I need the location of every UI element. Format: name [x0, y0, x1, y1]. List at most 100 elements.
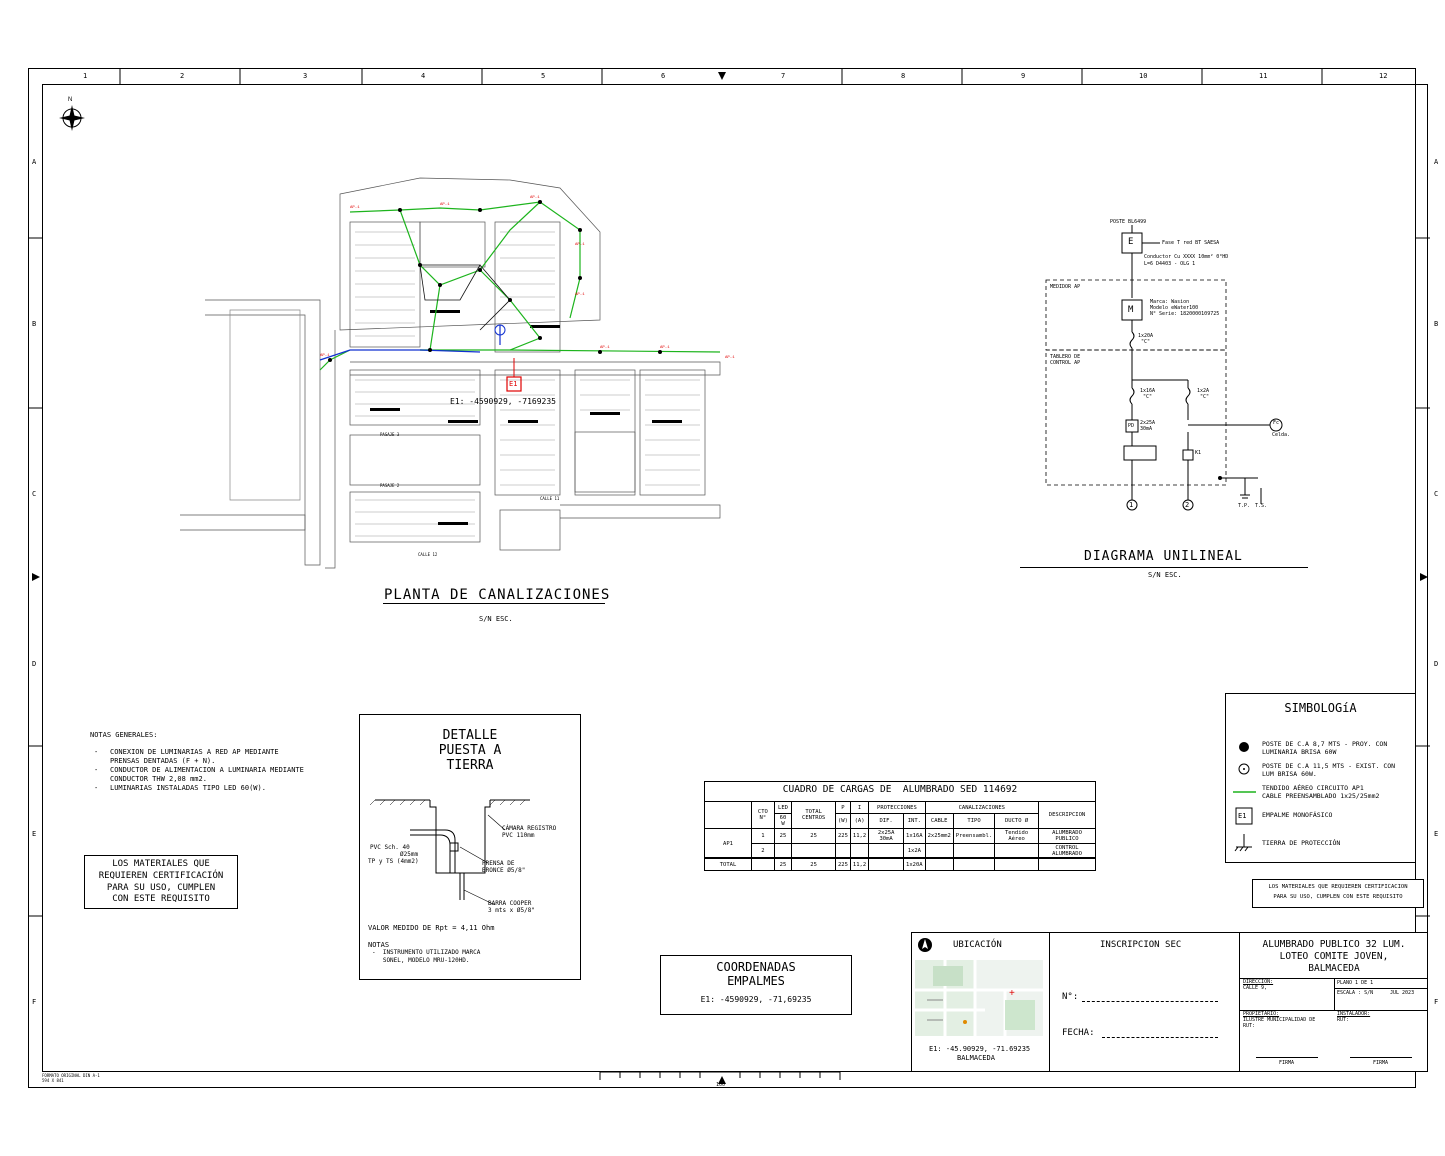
note-line: CONDUCTOR DE ALIMENTACION A LUMINARIA ME…	[110, 766, 304, 774]
row-label: C	[1434, 490, 1439, 498]
load-table-grid: CTO N° LED TOTAL CENTROS P I PROTECCIONE…	[704, 801, 1097, 871]
cell	[868, 858, 905, 871]
legend-text: POSTE DE C.A 8,7 MTS - PROY. CON	[1262, 740, 1388, 748]
svg-text:N: N	[68, 97, 72, 103]
cell: TOTAL	[704, 858, 752, 871]
unifilar-title: DIAGRAMA UNILINEAL	[1084, 549, 1243, 564]
tp-label: T.P.	[1238, 503, 1251, 509]
cell: CONTROL ALUMBRADO	[1037, 843, 1097, 859]
cell: 225	[834, 828, 851, 844]
legend-text: LUMINARIA BRISA 60W	[1262, 748, 1337, 756]
sec-fecha-field[interactable]	[1102, 1037, 1218, 1038]
detail-note: - INSTRUMENTO UTILIZADO MARCA	[372, 949, 481, 956]
materials-line: LOS MATERIALES QUE	[112, 859, 210, 869]
legend-text: TENDIDO AÉREO CIRCUITO AP1	[1262, 784, 1364, 792]
cell: 1x20A	[903, 858, 926, 871]
coordinates-box: COORDENADAS EMPALMES E1: -4590929, -71,6…	[660, 955, 852, 1015]
fase-label: Fase T red BT SAESA	[1162, 240, 1220, 246]
cell: 1	[751, 828, 775, 844]
direccion-value: CALLE 9,	[1243, 985, 1268, 991]
cell	[849, 843, 870, 859]
cell: PROTECCIONES	[868, 801, 926, 814]
format-size-label: 594 X 841	[42, 1078, 64, 1083]
cell	[868, 843, 905, 859]
cell	[1037, 858, 1097, 871]
cell	[751, 858, 775, 871]
svg-text:AP-1: AP-1	[725, 356, 735, 360]
e1-box-icon	[1235, 807, 1253, 825]
sec-n-label: N°:	[1062, 992, 1079, 1002]
legend-text: POSTE DE C.A 11,5 MTS - EXIST. CON	[1262, 762, 1396, 770]
fotocelda-label: Celda.	[1272, 432, 1291, 438]
col-label: 5	[541, 72, 546, 80]
prensa-label: PRENSA DE	[482, 860, 515, 867]
col-label: 4	[421, 72, 426, 80]
note-line: PRENSAS DENTADAS (F + N).	[110, 757, 216, 765]
pvc-label: Ø25mm	[400, 851, 419, 858]
note-line: LUMINARIAS INSTALADAS TIPO LED 60(W).	[110, 784, 266, 792]
col-label: 12	[1379, 72, 1388, 80]
svg-text:AP-1: AP-1	[660, 346, 670, 350]
legend-text: CABLE PREENSAMBLADO 1x25/25mm2	[1262, 792, 1380, 800]
materials-small-line: PARA SU USO, CUMPLEN CON ESTE REQUISITO	[1273, 894, 1403, 900]
pvc-label: PVC Sch. 40	[370, 844, 410, 851]
location-coords: E1: -45.90929, -71.69235	[929, 1045, 1031, 1053]
project-title: BALMACEDA	[1308, 963, 1360, 974]
cell: 11,2	[849, 828, 870, 844]
location-panel: UBICACIÓN + E1: -45.90929, -71.69235 BAL…	[911, 932, 1050, 1072]
unifilar-scale: S/N ESC.	[1148, 571, 1182, 579]
e-box-label: E	[1128, 237, 1134, 247]
unifilar-title-underline	[1020, 567, 1308, 568]
svg-text:+: +	[1009, 988, 1015, 999]
m-box-label: M	[1128, 305, 1134, 315]
medidor-info: N° Serie: 1820000109725	[1150, 311, 1220, 317]
legend-text: TIERRA DE PROTECCIÓN	[1262, 839, 1341, 847]
camara-label: PVC 110mm	[502, 832, 535, 839]
street-label: CALLE 12	[418, 552, 438, 557]
legend-symbols	[1233, 742, 1256, 852]
plan-scale: S/N ESC.	[479, 615, 513, 623]
ts-label: T.S.	[1255, 503, 1268, 509]
camara-label: CÁMARA REGISTRO	[502, 825, 557, 832]
row-label: D	[1434, 660, 1439, 668]
signature-line[interactable]	[1350, 1057, 1412, 1058]
conductor-label: Conductor Cu XXXX 10mm² 0°HD	[1144, 254, 1229, 260]
barra-label: 3 mts x Ø5/8"	[488, 907, 535, 914]
north-arrow-icon: N	[59, 97, 85, 131]
table-row: AP1 1 25 25 225 11,2 2x25A 30mA 1x16A 2x…	[704, 828, 1097, 859]
row-label: E	[1434, 830, 1439, 838]
notes-title: NOTAS GENERALES:	[90, 731, 158, 739]
row-label: A	[32, 158, 37, 166]
plan-title: PLANTA DE CANALIZACIONES	[384, 587, 611, 603]
circuit-2-label: 2	[1185, 501, 1190, 509]
pd-rating-label: 30mA	[1140, 426, 1153, 432]
poste-label: POSTE BL6499	[1110, 219, 1147, 225]
breaker-2-label: "C"	[1200, 394, 1210, 400]
cell: ALUMBRADO PUBLICO	[1037, 828, 1097, 844]
ground-detail-drawing	[370, 799, 530, 905]
cell: 2x25A 30mA	[868, 828, 905, 844]
cell: 25	[791, 828, 836, 844]
propietario-label: PROPIETARIO:	[1243, 1011, 1280, 1017]
svg-text:AP-1: AP-1	[575, 243, 585, 247]
col-label: 3	[303, 72, 308, 80]
cell: 25	[773, 828, 793, 844]
cell: Tendido Aéreo	[994, 828, 1039, 844]
medidor-info: Marca: Wasion	[1150, 299, 1190, 305]
cell	[791, 843, 836, 859]
breaker-1-label: "C"	[1143, 394, 1153, 400]
location-place: BALMACEDA	[957, 1054, 995, 1062]
signature-line[interactable]	[1256, 1057, 1318, 1058]
fotocelda-icon: Fc	[1273, 420, 1280, 426]
cell: TIPO	[952, 813, 996, 829]
circuit-1-label: 1	[1129, 501, 1134, 509]
cell: 2	[751, 843, 775, 859]
prensa-label: BRONCE Ø5/8"	[482, 867, 526, 874]
cell	[952, 858, 996, 871]
sec-n-field[interactable]	[1082, 1001, 1218, 1002]
cell: DUCTO Ø	[994, 813, 1039, 829]
cell: 2x25mm2	[924, 828, 954, 844]
breaker-1-label: 1x16A	[1140, 388, 1156, 394]
pvc-label: TP y TS (4mm2)	[368, 858, 419, 865]
col-label: 11	[1259, 72, 1268, 80]
